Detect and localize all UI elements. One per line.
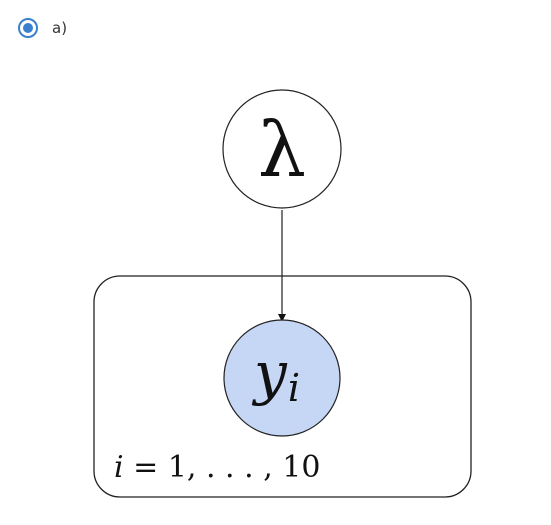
answer-option-a[interactable]: a)	[18, 15, 67, 41]
child-node-label: yi	[251, 339, 300, 410]
radio-selected-icon[interactable]	[18, 18, 38, 38]
parent-node	[222, 89, 342, 209]
child-node	[223, 319, 341, 437]
plate-label: i = 1, . . . , 10	[114, 450, 320, 485]
radio-dot	[23, 23, 33, 33]
option-label: a)	[52, 19, 68, 37]
parent-node-label: λ	[258, 105, 306, 194]
